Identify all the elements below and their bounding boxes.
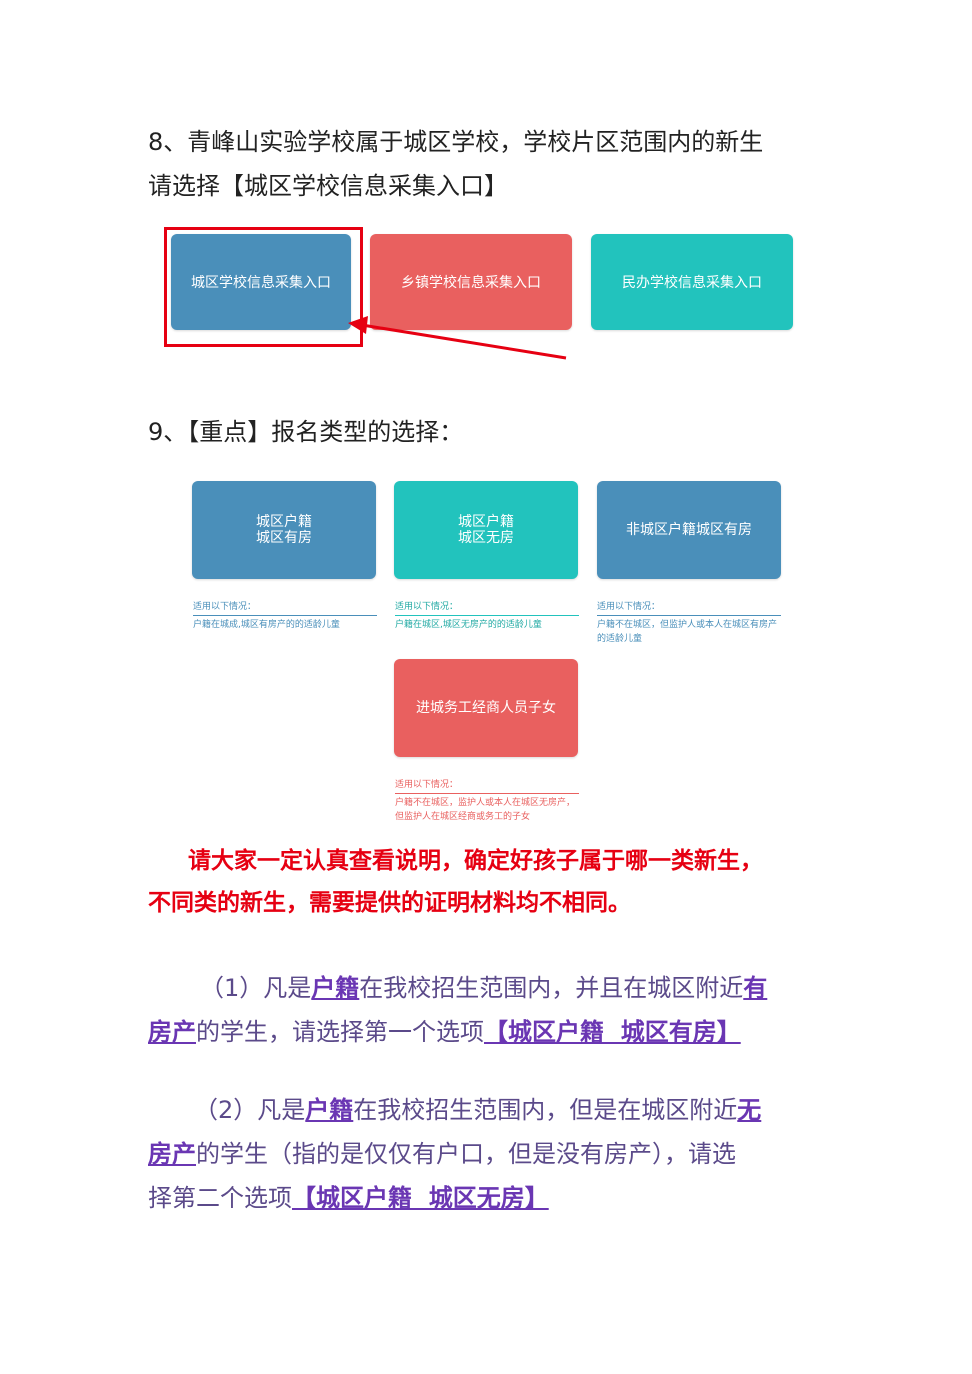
option-3-line1: 非城区户籍城区有房 [626,522,752,538]
para1-choose: 的学生，请选择第一个选项 [196,1018,484,1046]
option-4-note-title: 适用以下情况： [395,780,459,790]
para2-option-label: 【城区户籍 城区无房】 [292,1184,549,1212]
section-8-line2: 请选择【城区学校信息采集入口】 [148,172,508,200]
highlight-box [164,227,363,347]
para2-hukou: 户籍 [305,1096,354,1124]
option-4-note: 适用以下情况： 户籍不在城区，监护人或本人在城区无房产，但监护人在城区经商或务工… [395,778,579,824]
option-2-note-title: 适用以下情况： [395,602,459,612]
warning-line1: 请大家一定认真查看说明，确定好孩子属于哪一类新生， [188,847,763,874]
para2-explain: 的学生（指的是仅仅有户口，但是没有房产），请选 [196,1140,736,1168]
option-urban-hukou-no-house[interactable]: 城区户籍 城区无房 [394,481,578,579]
section-8-line1: 8、青峰山实验学校属于城区学校，学校片区范围内的新生 [148,128,764,156]
option-2-note-desc: 户籍在城区,城区无房产的的适龄儿童 [395,615,579,632]
warning-line2: 不同类的新生，需要提供的证明材料均不相同。 [148,889,631,916]
private-school-entry-button[interactable]: 民办学校信息采集入口 [591,234,793,330]
town-school-entry-button[interactable]: 乡镇学校信息采集入口 [370,234,572,330]
option-3-note: 适用以下情况： 户籍不在城区，但监护人或本人在城区有房产的适龄儿童 [597,600,781,646]
para1-intro: （1）凡是 [200,974,312,1002]
option-2-note: 适用以下情况： 户籍在城区,城区无房产的的适龄儿童 [395,600,579,632]
para2-line3: 择第二个选项【城区户籍 城区无房】 [148,1176,828,1220]
para1-have: 有 [743,974,768,1002]
option-1-note-desc: 户籍在城成,城区有房产的的适龄儿童 [193,615,377,632]
option-1-note: 适用以下情况： 户籍在城成,城区有房产的的适龄儿童 [193,600,377,632]
option-migrant-worker-children[interactable]: 进城务工经商人员子女 [394,659,578,757]
option-urban-hukou-with-house[interactable]: 城区户籍 城区有房 [192,481,376,579]
para2-property: 房产 [148,1140,196,1168]
option-4-line1: 进城务工经商人员子女 [416,700,556,716]
para1-line2: 房产的学生，请选择第一个选项【城区户籍 城区有房】 [148,1010,828,1054]
option-1-line1: 城区户籍 [256,514,312,530]
option-2-line1: 城区户籍 [458,514,514,530]
option-3-note-title: 适用以下情况： [597,602,661,612]
para2-intro: （2）凡是 [194,1096,306,1124]
para2-choose: 择第二个选项 [148,1184,292,1212]
option-1-line2: 城区有房 [256,530,312,546]
option-2-line2: 城区无房 [458,530,514,546]
option-4-note-desc: 户籍不在城区，监护人或本人在城区无房产，但监护人在城区经商或务工的子女 [395,793,579,824]
option-3-note-desc: 户籍不在城区，但监护人或本人在城区有房产的适龄儿童 [597,615,781,646]
urban-school-entry-button[interactable]: 城区学校信息采集入口 [171,234,351,330]
para1-scope: 在我校招生范围内，并且在城区附近 [359,974,744,1002]
pointer-arrow-icon [348,316,567,360]
para1-hukou: 户籍 [311,974,360,1002]
para2-none: 无 [737,1096,762,1124]
option-non-urban-hukou-with-house[interactable]: 非城区户籍城区有房 [597,481,781,579]
option-1-note-title: 适用以下情况： [193,602,257,612]
para1-line1: （1）凡是户籍在我校招生范围内，并且在城区附近有 [148,966,880,1010]
para2-line1: （2）凡是户籍在我校招生范围内，但是在城区附近无 [148,1088,874,1132]
para2-scope: 在我校招生范围内，但是在城区附近 [353,1096,738,1124]
para1-option-label: 【城区户籍 城区有房】 [484,1018,741,1046]
para2-line2: 房产的学生（指的是仅仅有户口，但是没有房产），请选 [148,1132,828,1176]
section-9-heading: 9、【重点】报名类型的选择： [148,418,464,446]
para1-property: 房产 [148,1018,196,1046]
